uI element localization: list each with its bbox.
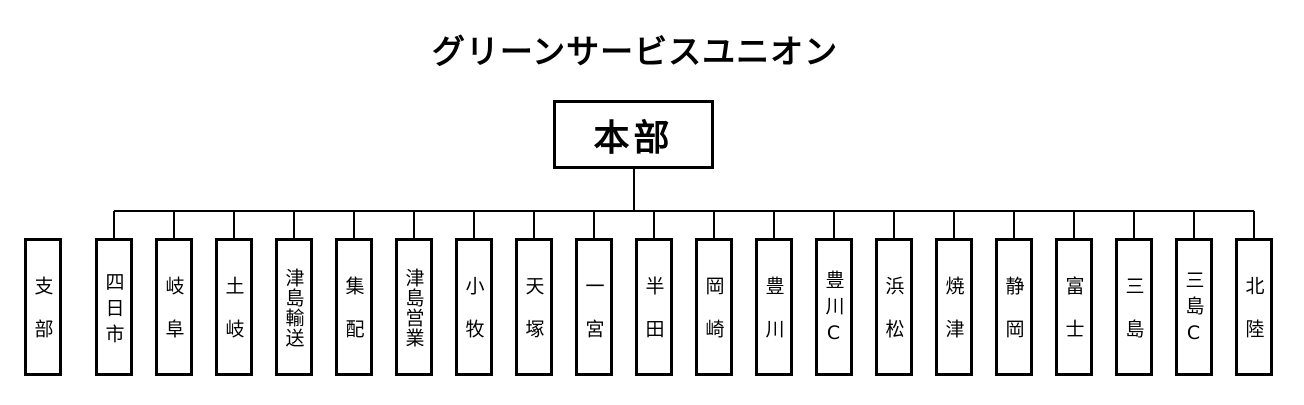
branch-box: 集配 (335, 238, 373, 376)
branch-box: 豊川C (815, 238, 853, 376)
branch-label: 支部 (31, 276, 54, 362)
branch-label: 津島輸送 (282, 267, 305, 348)
branch-box: 北陸 (1235, 238, 1273, 376)
branch-box: 豊川 (755, 238, 793, 376)
branch-label: 浜松 (882, 276, 905, 362)
branch-label: 焼津 (942, 276, 965, 362)
branch-label: 集配 (342, 276, 365, 362)
branch-box: 三島C (1175, 238, 1213, 376)
branch-box: 岡崎 (695, 238, 733, 376)
branch-label: 四日市 (102, 271, 125, 350)
branch-label: 富士 (1062, 276, 1085, 362)
branch-label: 半田 (642, 276, 665, 362)
branch-box: 支部 (24, 238, 62, 376)
branch-label: 土岐 (222, 276, 245, 362)
headquarters-label: 本部 (593, 117, 674, 159)
branch-label: 豊川C (822, 270, 845, 351)
org-chart-title: グリーンサービスユニオン (431, 32, 839, 71)
branch-label: 三島 (1122, 276, 1145, 362)
branch-label: 北陸 (1242, 276, 1265, 362)
branch-box: 津島輸送 (275, 238, 313, 376)
branch-label: 津島営業 (402, 267, 425, 348)
branch-label: 静岡 (1002, 276, 1025, 362)
branch-box: 焼津 (935, 238, 973, 376)
branch-box: 土岐 (215, 238, 253, 376)
branch-box: 小牧 (455, 238, 493, 376)
branch-drop-lines (113, 211, 1255, 238)
branch-box: 一宮 (575, 238, 613, 376)
branch-box: 富士 (1055, 238, 1093, 376)
branch-box: 半田 (635, 238, 673, 376)
branch-label: 岐阜 (162, 276, 185, 362)
branch-box: 浜松 (875, 238, 913, 376)
branch-box: 天塚 (515, 238, 553, 376)
branch-box: 津島営業 (395, 238, 433, 376)
branch-label: 天塚 (522, 276, 545, 362)
branch-label: 岡崎 (702, 276, 725, 362)
branch-box: 岐阜 (155, 238, 193, 376)
branch-label: 一宮 (582, 276, 605, 362)
branch-label: 三島C (1182, 270, 1205, 351)
branch-label: 豊川 (762, 276, 785, 362)
branch-box: 三島 (1115, 238, 1153, 376)
branch-label: 小牧 (462, 276, 485, 362)
headquarters-box: 本部 (553, 100, 714, 169)
branch-box: 四日市 (95, 238, 133, 376)
branch-box: 静岡 (995, 238, 1033, 376)
